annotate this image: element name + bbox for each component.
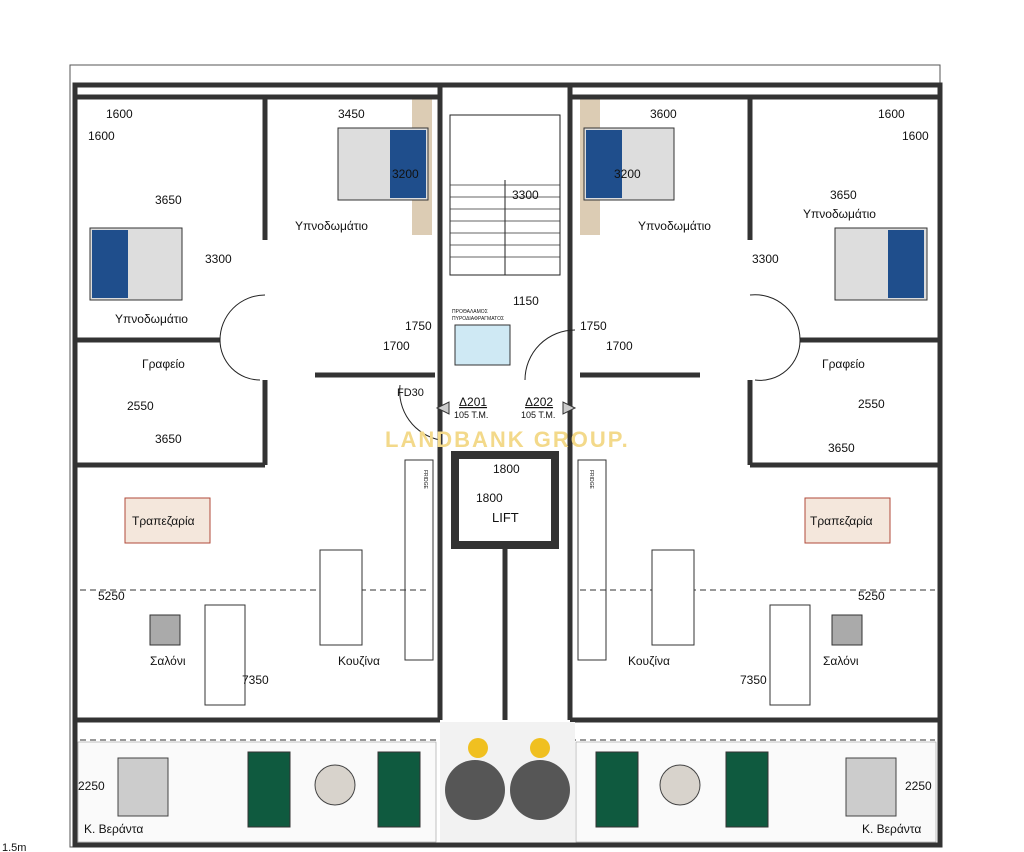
entry-arrow-left [435, 401, 450, 415]
sofa-icon [149, 604, 863, 706]
room-veranda: Κ. Βεράντα [84, 822, 143, 836]
room-dining: Τραπεζαρία [132, 514, 195, 528]
door-swings [219, 294, 801, 441]
dim-bedroom1-width: 3450 [338, 107, 365, 121]
dim-wc2: 1700 [606, 339, 633, 353]
dim-living-width: 7350 [242, 673, 269, 687]
dim-lift-width: 1800 [493, 462, 520, 476]
dim-lobby: 1150 [513, 294, 539, 308]
unit-b-label: Δ202 [525, 395, 553, 409]
dim-veranda: 2250 [905, 779, 932, 793]
scale-label: 1.5m [2, 842, 26, 852]
fridge-label-right: FRIDGE [588, 470, 594, 490]
room-kitchen: Κουζίνα [628, 654, 670, 668]
veranda-furniture [117, 722, 897, 842]
fridge-label-left: FRIDGE [422, 470, 428, 490]
entry-arrow-right [562, 401, 577, 415]
dim-bedroom1-height: 3200 [614, 167, 641, 181]
lobby-label-2: ΠΥΡΟΔΙΑΦΡΑΓΜΑΤΟΣ [452, 316, 504, 322]
dim-office-width: 3650 [155, 432, 182, 446]
staircase [449, 114, 561, 276]
dim-wc2: 1700 [383, 339, 410, 353]
room-bedroom1: Υπνοδωμάτιο [638, 219, 711, 233]
dim-living-height: 5250 [98, 589, 125, 603]
dim-wc: 1750 [580, 319, 607, 333]
dim-bedroom2-width: 3650 [155, 193, 182, 207]
dim-wc: 1750 [405, 319, 432, 333]
dim-bath-width: 1600 [878, 107, 905, 121]
dim-office-height: 2550 [858, 397, 885, 411]
room-living: Σαλόνι [823, 654, 859, 668]
dim-living-height: 5250 [858, 589, 885, 603]
lift-label: LIFT [492, 510, 519, 525]
room-living: Σαλόνι [150, 654, 186, 668]
dim-bedroom1-height: 3200 [392, 167, 419, 181]
dim-veranda: 2250 [78, 779, 105, 793]
fire-lobby-symbol [454, 324, 511, 366]
core-walls [412, 85, 600, 720]
dim-stair: 3300 [512, 188, 539, 202]
dim-bath-height: 1600 [902, 129, 929, 143]
left-unit-labels: 1600 1600 3450 3650 3200 3300 Υπνοδωμάτι… [78, 107, 432, 836]
right-unit-labels: 1600 1600 3600 3650 3200 3300 Υπνοδωμάτι… [580, 107, 932, 836]
unit-a-label: Δ201 [459, 395, 487, 409]
dim-living-width: 7350 [740, 673, 767, 687]
room-office: Γραφείο [142, 357, 185, 371]
room-dining: Τραπεζαρία [810, 514, 873, 528]
dim-bath-width: 1600 [106, 107, 133, 121]
dim-lift-height: 1800 [476, 491, 503, 505]
dim-bedroom2-width: 3650 [830, 188, 857, 202]
fire-door-label: FD30 [397, 387, 424, 399]
watermark: LANDBANK GROUP. [385, 427, 630, 452]
unit-a-area: 105 Τ.Μ. [454, 410, 488, 420]
dim-bedroom1-width: 3600 [650, 107, 677, 121]
room-office: Γραφείο [822, 357, 865, 371]
dim-bath-height: 1600 [88, 129, 115, 143]
unit-b-area: 105 Τ.Μ. [521, 410, 555, 420]
kitchen-island-icon [319, 459, 695, 661]
room-kitchen: Κουζίνα [338, 654, 380, 668]
room-bedroom2: Υπνοδωμάτιο [115, 312, 188, 326]
bed-icon [89, 127, 928, 301]
dim-office-height: 2550 [127, 399, 154, 413]
dim-bedroom2-height: 3300 [205, 252, 232, 266]
dim-bedroom2-height: 3300 [752, 252, 779, 266]
room-bedroom1: Υπνοδωμάτιο [295, 219, 368, 233]
dining-table-icon [124, 497, 891, 544]
room-veranda: Κ. Βεράντα [862, 822, 921, 836]
internal-walls [75, 94, 940, 741]
dim-office-width: 3650 [828, 441, 855, 455]
lobby-label-1: ΠΡΟΘΑΛΑΜΟΣ [452, 309, 488, 315]
room-bedroom2: Υπνοδωμάτιο [803, 207, 876, 221]
core-labels: 3300 1150 ΠΡΟΘΑΛΑΜΟΣ ΠΥΡΟΔΙΑΦΡΑΓΜΑΤΟΣ FD… [397, 188, 594, 525]
